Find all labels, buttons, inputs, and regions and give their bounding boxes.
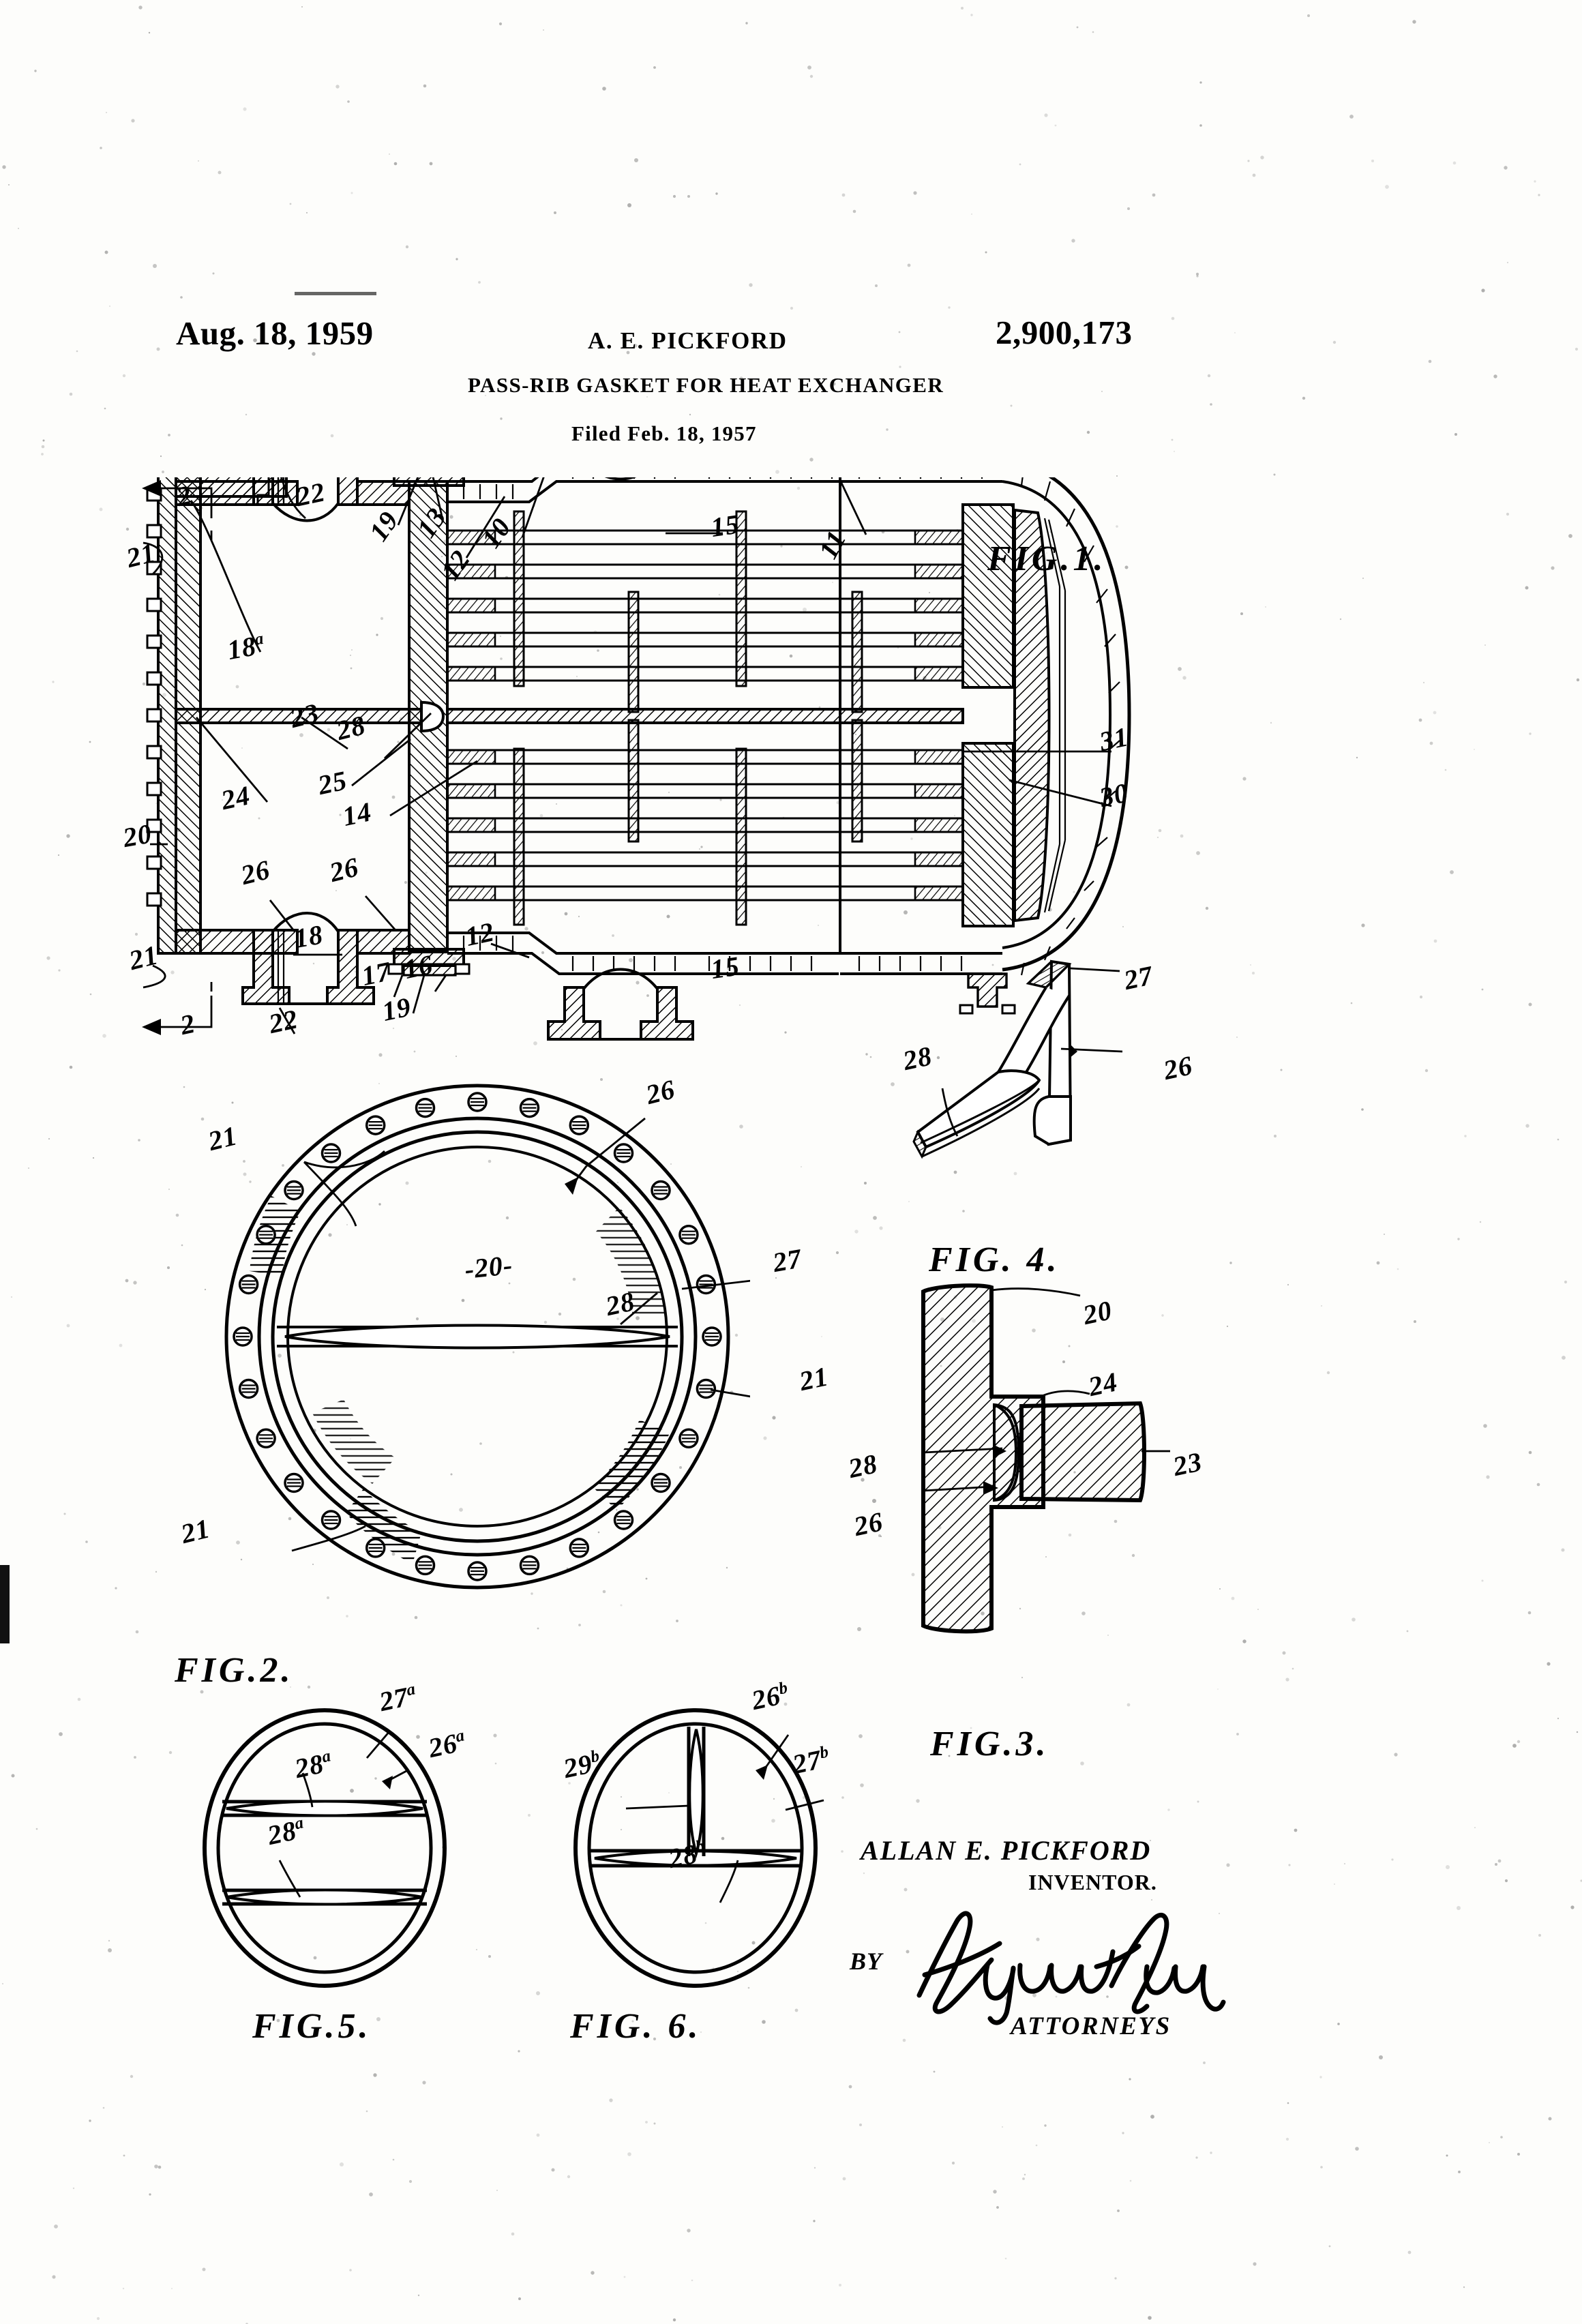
ref-numeral-2-2: -20- (463, 1249, 515, 1285)
figure-1-caption: FIG.1. (987, 539, 1107, 578)
figure-1-drawing (123, 477, 1159, 1043)
figure-5-caption: FIG.5. (252, 2007, 372, 2046)
ref-numeral-2-3: 27 (771, 1242, 805, 1279)
figure-2-caption: FIG.2. (175, 1651, 294, 1690)
figure-2-drawing (205, 1064, 750, 1609)
inventor-role-label: INVENTOR. (1028, 1870, 1157, 1894)
ref-numeral-5-1: 26a (426, 1726, 467, 1764)
ref-numeral-1-9: 18a (225, 629, 266, 666)
ref-numeral-suffix: a (404, 1680, 418, 1700)
ref-numeral-2-5: 21 (796, 1360, 831, 1397)
scan-edge-artifact (0, 1565, 10, 1643)
ref-numeral-1-20: 18 (292, 919, 326, 955)
ref-numeral-3-4: 26 (851, 1506, 886, 1543)
patent-number: 2,900,173 (996, 314, 1133, 351)
figure-6-drawing (559, 1705, 832, 1991)
ref-numeral-suffix: a (453, 1726, 467, 1746)
figure-6-caption: FIG. 6. (570, 2007, 702, 2046)
ref-numeral-1-17: 20 (121, 818, 155, 854)
attorneys-label: ATTORNEYS (1011, 2012, 1171, 2040)
attorney-signature-mark (916, 1911, 1226, 2025)
patent-date: Aug. 18, 1959 (176, 314, 374, 352)
figure-3-caption: FIG.3. (930, 1725, 1049, 1763)
patent-title: PASS-RIB GASKET FOR HEAT EXCHANGER (468, 373, 944, 397)
ref-numeral-3-3: 28 (846, 1448, 880, 1485)
ref-numeral-3-2: 23 (1170, 1446, 1205, 1483)
by-label: BY (850, 1948, 883, 1975)
scan-smudge-line (295, 292, 376, 295)
figure-4-drawing (866, 948, 1152, 1221)
ref-numeral-suffix: b (777, 1678, 790, 1699)
ref-numeral-1-22: 15 (708, 950, 742, 985)
figure-4-caption: FIG. 4. (929, 1240, 1060, 1279)
ref-numeral-4-2: 26 (1161, 1049, 1195, 1086)
inventor-signature-name: ALLAN E. PICKFORD (861, 1835, 1152, 1866)
filing-date: Filed Feb. 18, 1957 (571, 421, 757, 445)
figure-5-drawing (188, 1705, 461, 1991)
figure-3-drawing (907, 1282, 1180, 1637)
ref-numeral-1-6: 15 (708, 508, 742, 543)
inventor-header: A. E. PICKFORD (588, 327, 788, 354)
